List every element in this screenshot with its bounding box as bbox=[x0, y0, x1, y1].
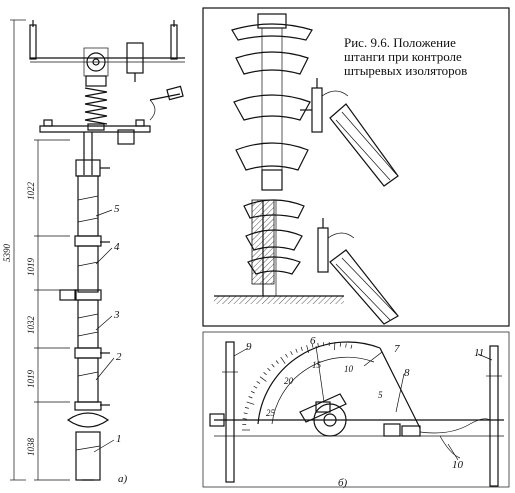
figure-caption: Рис. 9.6. Положение штанги при контроле … bbox=[344, 36, 509, 78]
rod-part-leaders bbox=[93, 209, 115, 453]
rod-part-1: 1 bbox=[116, 433, 122, 445]
gauge-scale-25: 25 bbox=[266, 408, 276, 418]
gauge-scale-arc bbox=[257, 341, 381, 425]
gauge-tick bbox=[300, 346, 303, 351]
panel-label-a: а) bbox=[118, 473, 128, 485]
gauge-tick bbox=[350, 344, 353, 349]
gauge-tick bbox=[271, 363, 275, 368]
rod-part-5: 5 bbox=[114, 203, 120, 215]
lower-probe bbox=[317, 218, 399, 325]
upper-insulator bbox=[231, 13, 313, 191]
gauge-part-9: 9 bbox=[246, 341, 252, 353]
dim-section-3: 1032 bbox=[26, 316, 36, 335]
gauge-tick bbox=[285, 353, 288, 358]
gauge-tick bbox=[250, 390, 255, 394]
upper-probe bbox=[300, 78, 399, 187]
gauge-part-11: 11 bbox=[474, 347, 484, 359]
gauge-scale-5: 5 bbox=[378, 390, 383, 400]
gauge-tick bbox=[259, 376, 267, 382]
caption-line-3: штыревых изоляторов bbox=[344, 63, 468, 78]
gauge-tick bbox=[243, 412, 248, 415]
gauge-part-leaders bbox=[233, 345, 493, 461]
gauge-tick bbox=[248, 396, 253, 399]
gauge-tick bbox=[311, 343, 314, 348]
lower-insulator bbox=[243, 199, 305, 296]
gauge-tick bbox=[242, 418, 247, 420]
rod-spring bbox=[84, 75, 108, 131]
gauge-part-7: 7 bbox=[394, 343, 400, 355]
panel-frames bbox=[202, 7, 510, 488]
gauge-part-10: 10 bbox=[452, 459, 464, 471]
gauge-tick bbox=[244, 407, 249, 409]
gauge-right-post bbox=[489, 345, 499, 487]
gauge-tick bbox=[306, 345, 310, 353]
gauge-tick bbox=[317, 342, 319, 347]
insulator-base bbox=[214, 295, 344, 304]
dim-total: 5390 bbox=[2, 244, 12, 263]
dimension-lines bbox=[10, 19, 70, 481]
caption-line-2: штанги при контроле bbox=[344, 49, 462, 64]
gauge-scale-10: 10 bbox=[344, 364, 354, 374]
dim-section-4: 1019 bbox=[26, 370, 36, 389]
gauge-tick bbox=[263, 372, 267, 376]
rod-top-crossbar bbox=[29, 20, 185, 82]
dim-section-2: 1019 bbox=[26, 258, 36, 277]
gauge-tick bbox=[280, 356, 286, 364]
gauge-scale-20: 20 bbox=[284, 376, 294, 386]
gauge-tick bbox=[275, 360, 279, 364]
gauge-tick bbox=[256, 381, 261, 384]
gauge-tick bbox=[246, 401, 255, 405]
gauge-drawing bbox=[209, 341, 504, 487]
rod-part-4: 4 bbox=[114, 241, 120, 253]
gauge-ticks bbox=[242, 342, 353, 431]
rod-drawing bbox=[29, 20, 185, 481]
gauge-left-post bbox=[225, 341, 235, 483]
caption-line-1: Рис. 9.6. Положение bbox=[344, 35, 456, 50]
gauge-tick bbox=[290, 351, 293, 356]
dim-section-1: 1022 bbox=[26, 182, 36, 201]
gauge-part-6: 6 bbox=[310, 335, 316, 347]
gauge-scale-15: 15 bbox=[312, 360, 322, 370]
gauge-tick bbox=[345, 343, 347, 348]
gauge-tick bbox=[295, 348, 298, 353]
gauge-tick bbox=[267, 367, 271, 372]
gauge-part-8: 8 bbox=[404, 367, 410, 379]
insulator-drawing bbox=[214, 13, 399, 325]
rod-clamp-plate bbox=[39, 85, 184, 145]
rod-shaft bbox=[59, 132, 110, 481]
panel-label-b: б) bbox=[338, 477, 348, 489]
gauge-tick bbox=[253, 385, 258, 389]
rod-part-3: 3 bbox=[113, 309, 120, 321]
rod-part-2: 2 bbox=[116, 351, 122, 363]
dim-section-5: 1038 bbox=[26, 438, 36, 457]
